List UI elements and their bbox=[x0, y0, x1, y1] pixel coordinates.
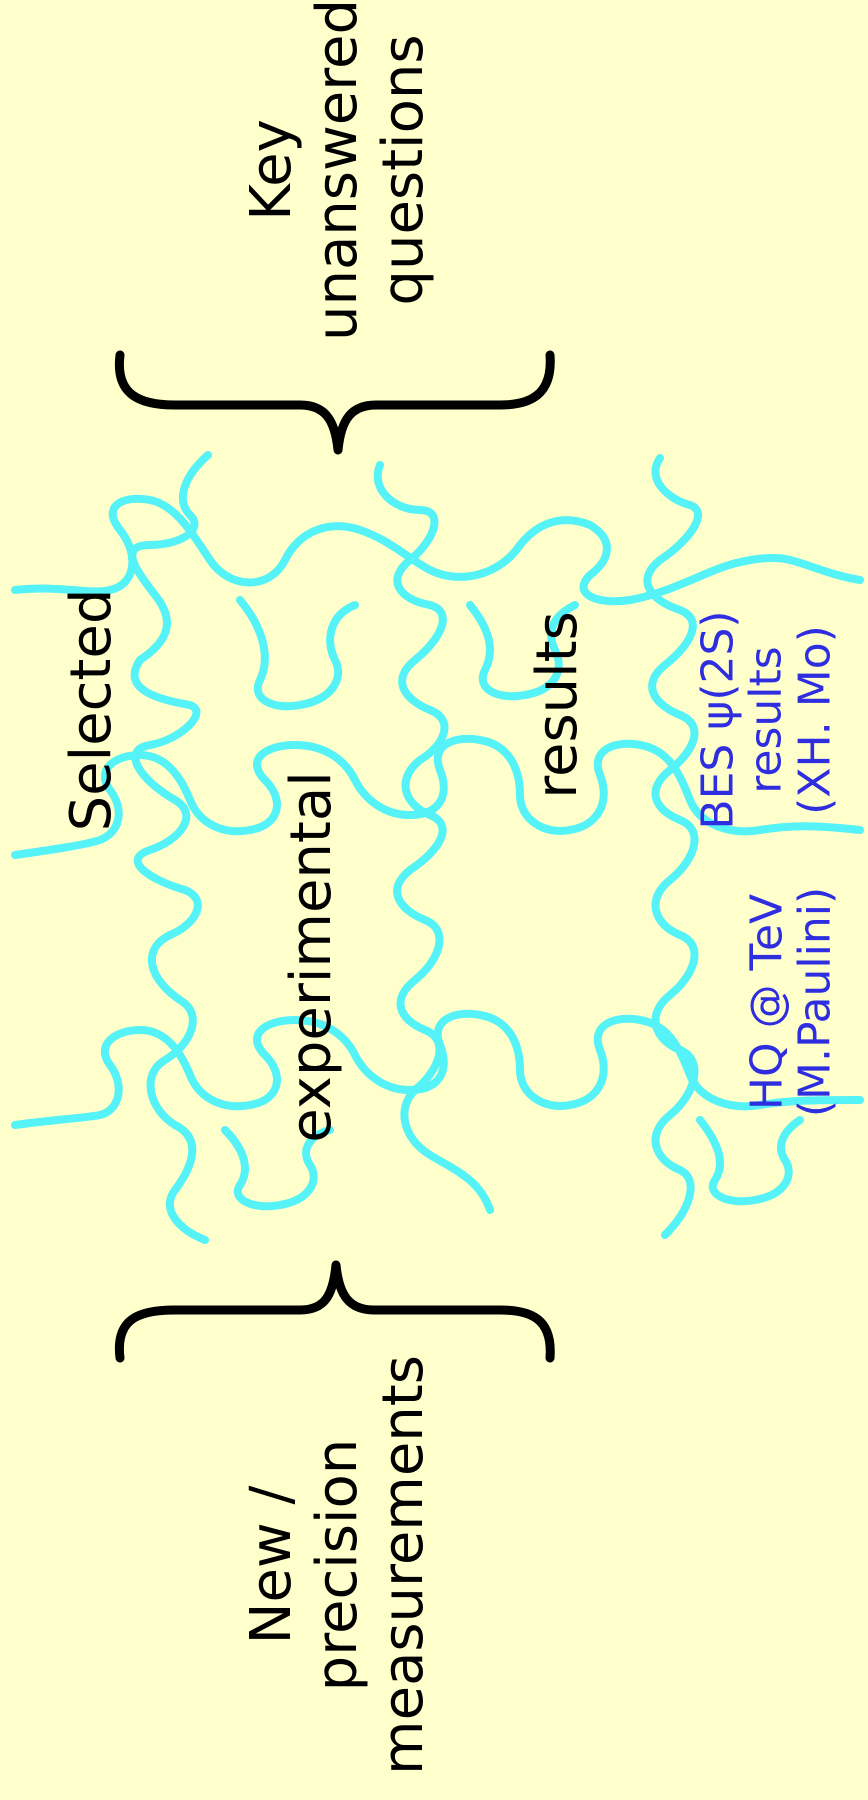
talk-hq-line-2: (M.Paulini) bbox=[790, 886, 841, 1118]
brace-key-questions bbox=[114, 350, 555, 455]
talk-bes-line-1: BES ψ(2S) bbox=[692, 610, 744, 830]
puzzle-seam-row-1 bbox=[11, 494, 864, 606]
brace-new-measurements bbox=[114, 1260, 555, 1363]
key-questions-label: Key unanswered questions bbox=[239, 0, 437, 341]
key-questions-line-3: questions bbox=[371, 34, 437, 306]
puzzle-word-results: results bbox=[524, 611, 590, 799]
puzzle-seam-col-1 bbox=[128, 451, 212, 1244]
talk-bes-line-2: results bbox=[740, 646, 792, 794]
puzzle-knob-top-2 bbox=[466, 601, 579, 701]
puzzle-seam-row-3 bbox=[11, 1009, 864, 1129]
key-questions-line-2: unanswered bbox=[304, 0, 370, 342]
puzzle-word-experimental: experimental bbox=[278, 771, 344, 1143]
new-measurements-line-1: New / bbox=[238, 1485, 304, 1645]
key-questions-line-1: Key bbox=[238, 119, 304, 221]
talk-bes-line-3: (XH. Mo) bbox=[789, 625, 841, 815]
new-measurements-line-2: precision bbox=[304, 1438, 370, 1692]
new-measurements-line-3: measurements bbox=[371, 1355, 437, 1775]
puzzle-knob-top-1 bbox=[236, 596, 359, 711]
puzzle-outline bbox=[11, 451, 864, 1244]
new-measurements-label: New / precision measurements bbox=[239, 1355, 437, 1775]
talk-hq-line-1: HQ @ TeV bbox=[741, 893, 793, 1111]
puzzle-knob-bottom-1 bbox=[221, 1126, 334, 1211]
puzzle-word-selected: Selected bbox=[58, 588, 124, 832]
puzzle-seam-row-2 bbox=[11, 734, 864, 859]
puzzle-seam-col-3 bbox=[643, 454, 702, 1239]
talk-bes-results: BES ψ(2S) results (XH. Mo) bbox=[692, 610, 841, 830]
puzzle-knob-bottom-2 bbox=[696, 1116, 804, 1206]
talk-hq-tev: HQ @ TeV (M.Paulini) bbox=[741, 886, 841, 1118]
